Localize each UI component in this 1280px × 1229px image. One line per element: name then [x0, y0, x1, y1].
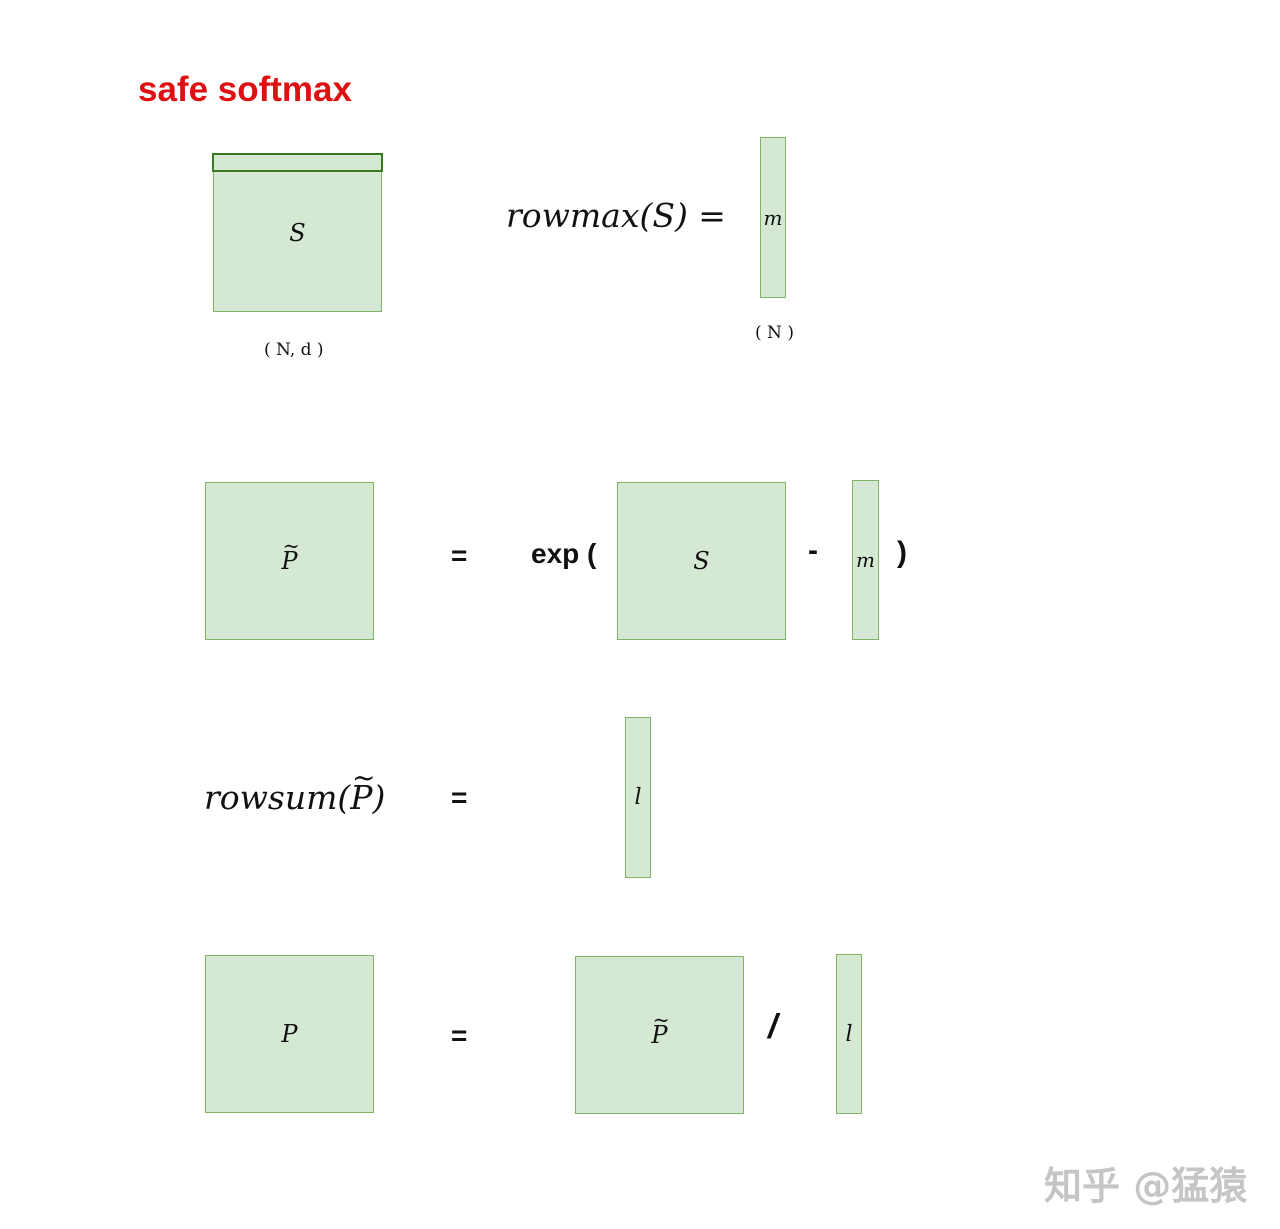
exp-open: exp (: [531, 538, 597, 569]
l-vector-2: l: [836, 954, 862, 1114]
divide-sign: /: [768, 1008, 778, 1046]
minus-sign: -: [808, 534, 818, 567]
rowmax-formula: rowmax(S) =: [506, 196, 726, 235]
s-matrix: S: [213, 154, 382, 312]
l-vector-label: l: [634, 785, 642, 810]
ptilde-matrix: P: [205, 482, 374, 640]
s-matrix-label: S: [289, 219, 306, 247]
m-vector-2-label: m: [856, 548, 875, 572]
rowsum-prefix: rowsum(: [204, 778, 351, 817]
close-paren: ): [897, 536, 907, 569]
diagram-title: safe softmax: [138, 70, 352, 109]
equals-sign-1: =: [451, 540, 468, 571]
l-vector: l: [625, 717, 651, 878]
s-matrix-dim: ( N, d ): [264, 340, 324, 360]
s-matrix-2: S: [617, 482, 786, 640]
s-matrix-2-label: S: [693, 547, 710, 575]
p-matrix-label: P: [281, 1020, 298, 1048]
ptilde-matrix-2: P: [575, 956, 744, 1114]
rowsum-formula: rowsum(P): [204, 778, 385, 817]
equals-sign-3: =: [451, 1020, 468, 1051]
watermark: 知乎 @猛猿: [1044, 1164, 1248, 1208]
m-vector: m: [760, 137, 786, 298]
s-matrix-row-highlight: [212, 153, 383, 172]
l-vector-2-label: l: [845, 1021, 853, 1047]
m-vector-dim: ( N ): [755, 323, 794, 343]
rowsum-suffix: ): [372, 778, 386, 817]
m-vector-label: m: [763, 205, 783, 230]
ptilde-matrix-label: P: [281, 547, 297, 575]
ptilde-matrix-2-label: P: [651, 1021, 667, 1049]
m-vector-2: m: [852, 480, 879, 640]
equals-sign-2: =: [451, 782, 468, 813]
rowsum-var: P: [350, 778, 372, 817]
p-matrix: P: [205, 955, 374, 1113]
